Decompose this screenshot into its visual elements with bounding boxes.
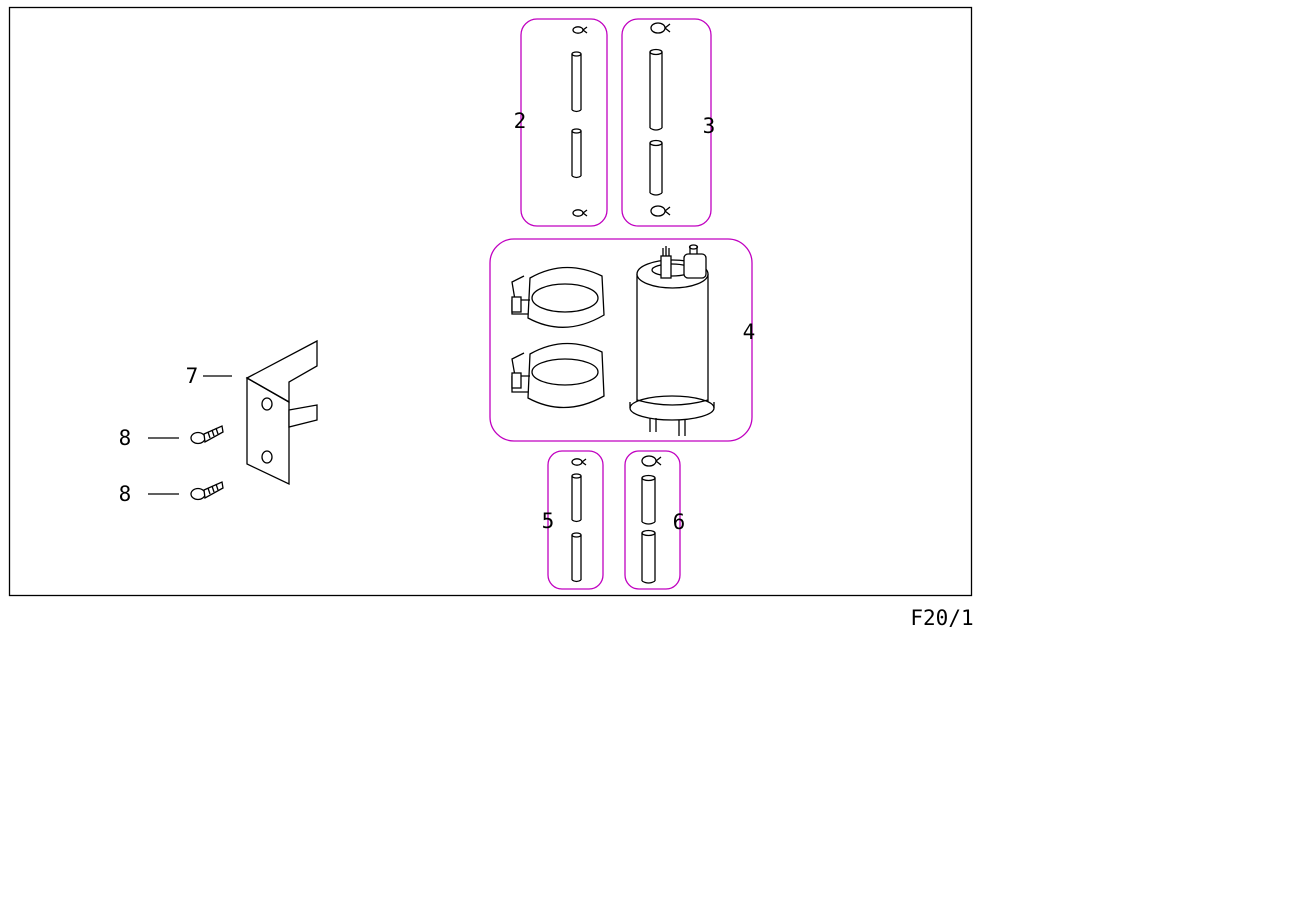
tube-icon: [641, 529, 656, 584]
tube-icon: [571, 128, 582, 179]
hose-clamp-icon: [572, 26, 588, 34]
pump-icon: [629, 244, 715, 436]
callout-2: 2: [514, 109, 527, 133]
part-group-5[interactable]: 5: [542, 450, 604, 590]
mounting-ring-icon: [511, 266, 605, 328]
group-outline-4: [489, 238, 753, 442]
callout-7: 7: [186, 364, 199, 388]
callout-6: 6: [673, 510, 686, 534]
callout-3: 3: [703, 114, 716, 138]
callout-4: 4: [743, 320, 756, 344]
tube-icon: [641, 474, 656, 525]
hose-clamp-icon: [650, 205, 671, 217]
group-outline-2: [520, 18, 608, 227]
part-group-4[interactable]: 4: [489, 238, 756, 442]
part-group-6[interactable]: 6: [624, 450, 686, 590]
callout-8: 8: [119, 482, 132, 506]
part-7[interactable]: 7: [186, 339, 318, 486]
bracket-icon: [245, 339, 318, 486]
tube-icon: [571, 532, 582, 583]
part-group-3[interactable]: 3: [621, 18, 716, 227]
mounting-ring-icon: [511, 342, 605, 409]
tube-icon: [571, 473, 582, 523]
tube-icon: [649, 48, 663, 131]
group-outline-3: [621, 18, 712, 227]
sheet-code: F20/1: [910, 606, 973, 630]
diagram-frame: [8, 6, 973, 597]
group-outline-5: [547, 450, 604, 590]
part-group-2[interactable]: 2: [514, 18, 608, 227]
hose-clamp-icon: [571, 458, 587, 466]
part-8-lower[interactable]: 8: [119, 481, 224, 506]
screw-icon: [190, 425, 224, 445]
tube-icon: [571, 51, 582, 113]
group-outline-6: [624, 450, 681, 590]
callout-5: 5: [542, 509, 555, 533]
callout-8: 8: [119, 426, 132, 450]
hose-clamp-icon: [572, 209, 588, 217]
screw-icon: [190, 481, 224, 501]
part-8-upper[interactable]: 8: [119, 425, 224, 450]
hose-clamp-icon: [650, 22, 671, 34]
hose-clamp-icon: [641, 455, 662, 467]
tube-icon: [649, 139, 663, 196]
